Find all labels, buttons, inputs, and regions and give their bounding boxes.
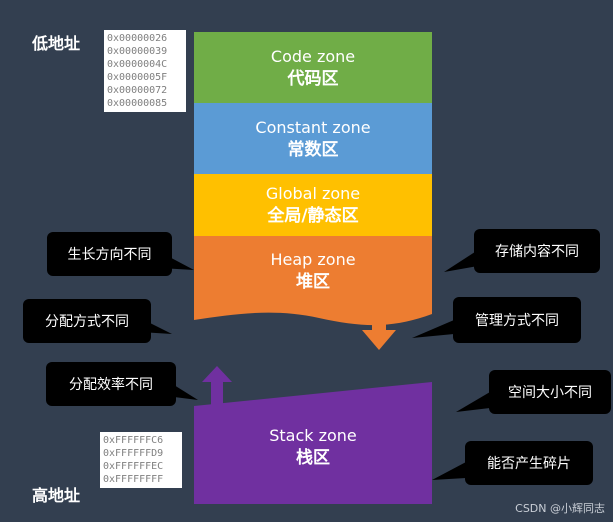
callout-allocation-method: 分配方式不同	[23, 299, 151, 343]
heap-zone: Heap zone 堆区	[194, 240, 432, 302]
address-entry: 0x00000039	[107, 46, 168, 57]
address-entry: 0x00000072	[107, 85, 168, 96]
constant-zone: Constant zone 常数区	[194, 103, 432, 174]
watermark: CSDN @小辉同志	[515, 502, 605, 515]
high-address-label: 高地址	[32, 486, 81, 505]
stack-zone-shape	[194, 382, 432, 504]
global-zone-cn: 全局/静态区	[267, 206, 359, 226]
callout-space-size: 空间大小不同	[489, 370, 611, 414]
constant-zone-en: Constant zone	[255, 117, 371, 137]
code-zone-en: Code zone	[270, 46, 356, 66]
heap-zone-cn: 堆区	[296, 272, 330, 292]
heap-zone-en: Heap zone	[270, 250, 356, 269]
callout-allocation-efficiency: 分配效率不同	[46, 362, 176, 406]
callout-growth-direction: 生长方向不同	[47, 232, 172, 276]
global-zone-en: Global zone	[265, 184, 361, 203]
heap-growth-down-arrow-icon	[362, 306, 396, 350]
address-entry: 0xFFFFFFC6	[103, 435, 164, 446]
callout-tail	[166, 380, 198, 400]
stack-zone-cn: 栈区	[296, 448, 330, 468]
address-entry: 0x0000004C	[107, 59, 168, 70]
address-entry: 0xFFFFFFFF	[103, 474, 164, 485]
address-entry: 0x00000085	[107, 98, 168, 109]
code-zone-cn: 代码区	[287, 68, 339, 89]
callout-tail	[456, 392, 490, 412]
callout-tail	[160, 252, 194, 270]
code-zone: Code zone 代码区	[194, 32, 432, 103]
stack-zone: Stack zone 栈区	[194, 416, 432, 478]
callout-fragmentation: 能否产生碎片	[465, 441, 593, 485]
stack-growth-up-arrow-icon	[202, 366, 232, 410]
address-entry: 0x00000026	[107, 33, 168, 44]
global-zone: Global zone 全局/静态区	[194, 174, 432, 236]
constant-zone-cn: 常数区	[287, 139, 339, 160]
high-address-list: 0xFFFFFFC6 0xFFFFFFD9 0xFFFFFFEC 0xFFFFF…	[100, 432, 182, 488]
callout-management-method: 管理方式不同	[453, 297, 581, 343]
callout-storage-content: 存储内容不同	[474, 229, 600, 273]
heap-zone-shape	[194, 236, 432, 326]
callout-tail	[432, 462, 466, 480]
callout-tail	[412, 320, 454, 338]
address-entry: 0xFFFFFFD9	[103, 448, 164, 459]
low-address-label: 低地址	[32, 34, 81, 53]
stack-zone-en: Stack zone	[269, 426, 357, 445]
address-entry: 0xFFFFFFEC	[103, 461, 164, 472]
low-address-list: 0x00000026 0x00000039 0x0000004C 0x00000…	[104, 30, 186, 112]
callout-tail	[140, 318, 172, 334]
address-entry: 0x0000005F	[107, 72, 168, 83]
callout-tail	[444, 250, 478, 272]
